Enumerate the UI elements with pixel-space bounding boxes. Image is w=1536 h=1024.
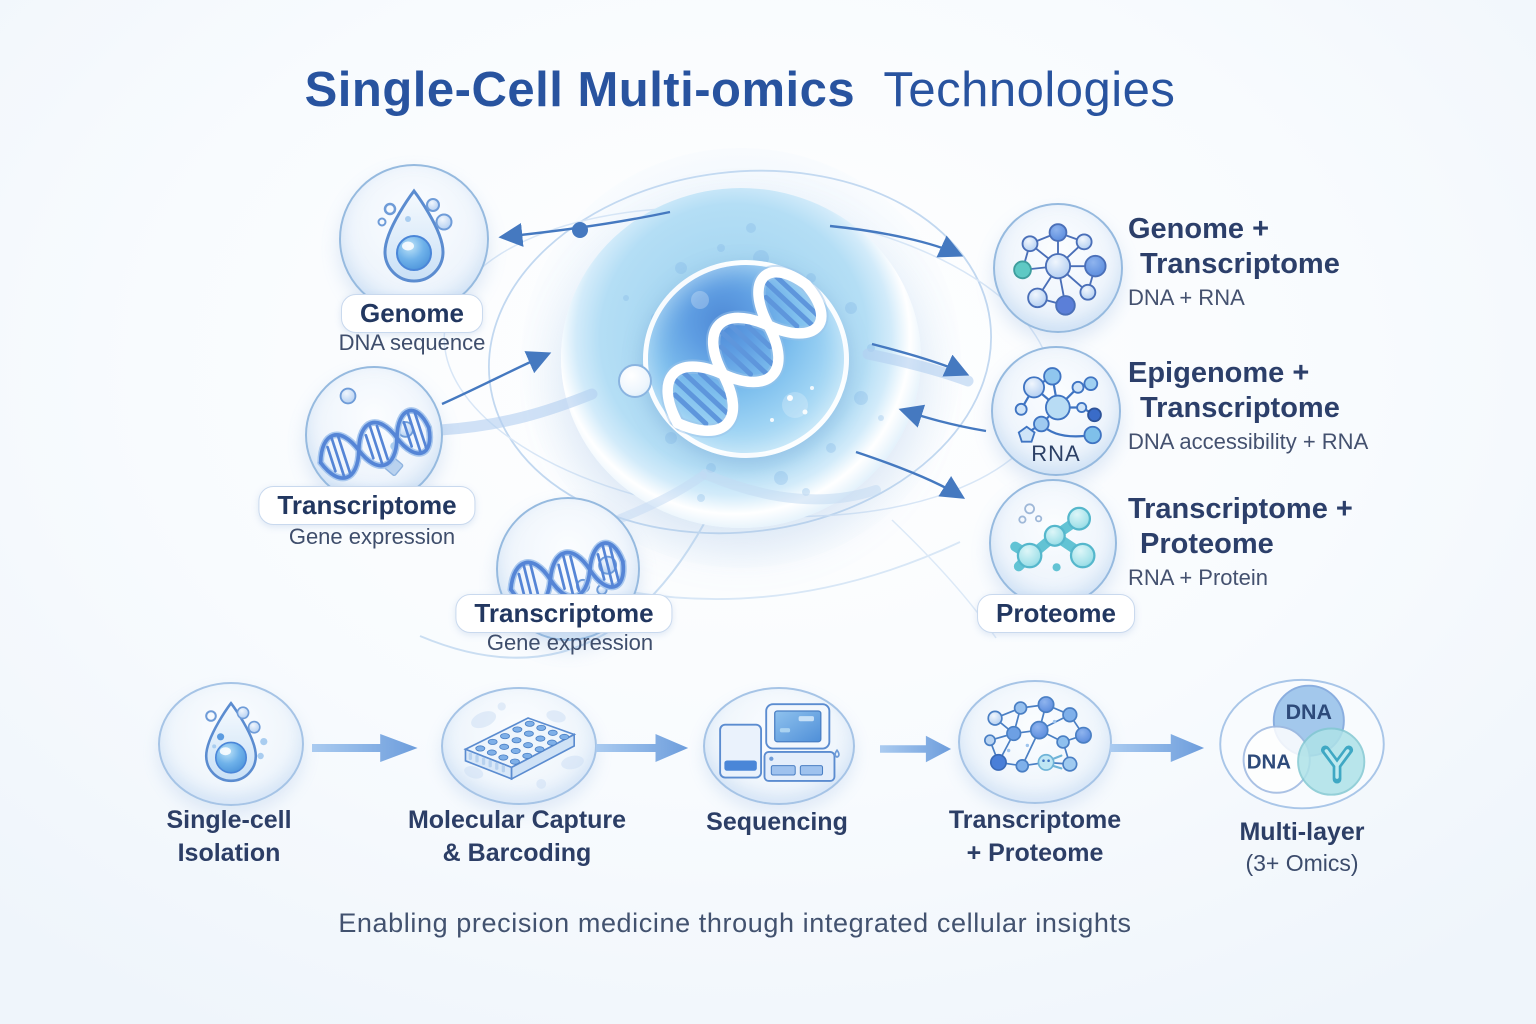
title-rest: Technologies xyxy=(883,63,1176,117)
transcriptome-proteome-text: Transcriptome + Proteome RNA + Protein xyxy=(1128,492,1353,591)
transcriptome-proteome-node xyxy=(989,479,1117,607)
droplet-cell-icon xyxy=(377,188,453,283)
workflow-arrow-icon xyxy=(596,734,689,762)
combo-title-line2: Transcriptome xyxy=(1140,392,1340,424)
title-emphasis: Single-Cell Multi-omics xyxy=(304,63,856,117)
dna-helix-icon xyxy=(317,387,434,482)
genome-transcriptome-node xyxy=(993,203,1123,333)
step-label-line1: Multi-layer xyxy=(1239,818,1365,846)
dna-helix-icon xyxy=(660,265,829,438)
step-label-line2: (3+ Omics) xyxy=(1245,849,1359,876)
transcriptome-1-label: Transcriptome xyxy=(258,486,476,525)
combo-title-line1: Genome + xyxy=(1128,213,1270,245)
step-label-line1: Transcriptome xyxy=(948,806,1122,834)
sequencer-icon xyxy=(719,703,840,782)
proteome-label: Proteome xyxy=(977,594,1135,633)
genome-node xyxy=(339,164,489,314)
workflow-arrow-icon xyxy=(880,735,952,763)
protein-molecule-icon xyxy=(1010,503,1096,572)
workflow-arrow-icon xyxy=(312,734,418,762)
genome-label: Genome xyxy=(340,294,484,333)
combo-title-line1: Epigenome + xyxy=(1128,357,1310,389)
combo-title-line2: Transcriptome xyxy=(1140,248,1340,280)
combo-sublabel: DNA + RNA xyxy=(1128,285,1245,310)
droplet-icon xyxy=(204,701,268,782)
nucleus-bud xyxy=(618,364,652,398)
transcriptome-node-1 xyxy=(305,366,443,504)
combo-sublabel: DNA accessibility + RNA xyxy=(1128,429,1369,454)
network-mesh-icon xyxy=(984,696,1092,773)
epigenome-network-icon xyxy=(1014,367,1102,445)
combo-sublabel: RNA + Protein xyxy=(1128,565,1269,590)
multi-omics-venn-icon: DNA DNA xyxy=(1219,678,1385,810)
single-cell-isolation-node xyxy=(158,682,304,806)
transcriptome-proteome-step-node xyxy=(958,680,1112,804)
rna-inline-label: RNA xyxy=(1031,441,1081,466)
antibody-y-icon xyxy=(1320,745,1354,784)
step-label-isolation: Single-cell Isolation xyxy=(166,804,291,869)
genome-transcriptome-text: Genome + Transcriptome DNA + RNA xyxy=(1128,212,1340,311)
genome-sublabel: DNA sequence xyxy=(338,330,486,355)
molecular-capture-node xyxy=(441,687,597,805)
venn-label-top: DNA xyxy=(1286,700,1332,724)
step-label-sequencing: Sequencing xyxy=(706,806,848,839)
page-title: Single-Cell Multi-omics Technologies xyxy=(0,62,1480,118)
network-icon xyxy=(1013,223,1107,316)
combo-title-line2: Proteome xyxy=(1140,528,1274,560)
step-label-multilayer: Multi-layer (3+ Omics) xyxy=(1239,816,1364,878)
step-label-line2: & Barcoding xyxy=(442,838,592,867)
step-label-line2: + Proteome xyxy=(966,838,1104,867)
footer-caption: Enabling precision medicine through inte… xyxy=(338,908,1132,938)
epigenome-transcriptome-text: Epigenome + Transcriptome DNA accessibil… xyxy=(1128,356,1368,455)
microplate-icon xyxy=(463,702,584,789)
venn-label-left: DNA xyxy=(1247,750,1292,773)
epigenome-transcriptome-node: RNA xyxy=(991,346,1121,476)
transcriptome-2-sublabel: Gene expression xyxy=(486,630,654,655)
step-label-line2: Isolation xyxy=(177,838,281,867)
step-label-line1: Molecular Capture xyxy=(407,806,627,834)
sequencing-node xyxy=(703,687,855,805)
protein-blob-icon xyxy=(1037,753,1063,771)
workflow-arrow-icon xyxy=(1110,734,1205,762)
transcriptome-1-sublabel: Gene expression xyxy=(288,524,456,549)
combo-title-line1: Transcriptome + xyxy=(1128,493,1353,525)
step-label-capture: Molecular Capture & Barcoding xyxy=(408,804,626,869)
step-label-transcriptome-proteome: Transcriptome + Proteome xyxy=(949,804,1121,869)
step-label-line1: Single-cell xyxy=(166,806,292,834)
step-label-line1: Sequencing xyxy=(706,808,848,836)
transcriptome-2-label: Transcriptome xyxy=(455,594,673,633)
